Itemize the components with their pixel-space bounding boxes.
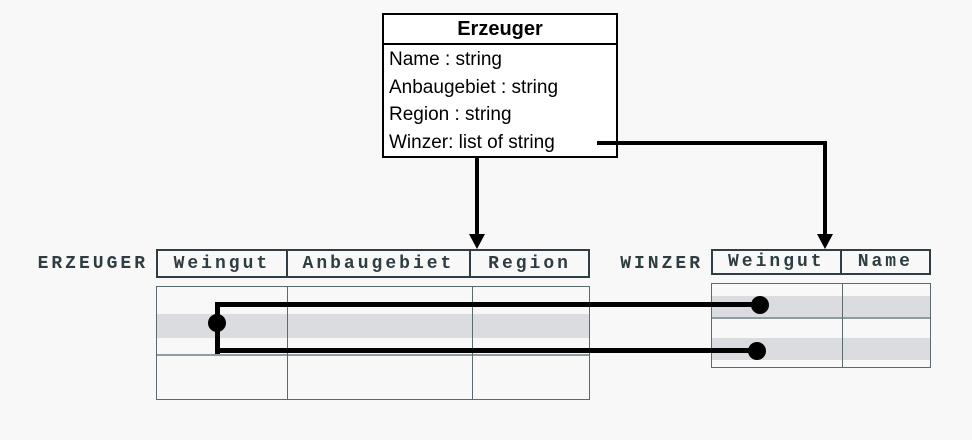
relation-dot-icon bbox=[748, 342, 766, 360]
arrowhead-down-icon bbox=[469, 234, 485, 249]
erzeuger-row-gridline bbox=[157, 354, 589, 356]
winzer-table-label: WINZER bbox=[620, 254, 703, 274]
erzeuger-column-region: Region bbox=[488, 253, 571, 274]
class-attribute-region: Region : string bbox=[389, 104, 512, 126]
uml-class-box-erzeuger: Erzeuger Name : string Anbaugebiet : str… bbox=[382, 13, 618, 158]
class-title: Erzeuger bbox=[384, 15, 616, 45]
erzeuger-column-separator bbox=[286, 287, 288, 399]
erzeuger-table-label: ERZEUGER bbox=[37, 254, 148, 274]
arrowhead-down-icon bbox=[817, 234, 833, 249]
winzer-table-body bbox=[711, 283, 931, 368]
winzer-highlighted-row-2 bbox=[712, 338, 930, 360]
relation-link-bottom bbox=[215, 348, 758, 353]
winzer-table-header: Weingut Name bbox=[711, 249, 931, 275]
arrow-line-winzer-vertical bbox=[823, 141, 827, 235]
erzeuger-table-header: Weingut Anbaugebiet Region bbox=[156, 249, 590, 278]
erzeuger-column-separator bbox=[471, 287, 473, 399]
class-attribute-winzer: Winzer: list of string bbox=[389, 132, 555, 154]
winzer-column-separator bbox=[841, 284, 843, 367]
erzeuger-column-weingut: Weingut bbox=[158, 251, 288, 276]
arrow-line-winzer-horizontal bbox=[597, 141, 827, 145]
erzeuger-highlighted-row bbox=[157, 314, 589, 338]
class-attribute-name: Name : string bbox=[389, 48, 502, 70]
arrow-line-class-to-erzeuger bbox=[475, 158, 479, 235]
class-attribute-list: Name : string Anbaugebiet : string Regio… bbox=[384, 45, 616, 158]
class-attribute-anbaugebiet: Anbaugebiet : string bbox=[389, 76, 559, 98]
winzer-row-gridline bbox=[712, 317, 930, 319]
erzeuger-column-anbaugebiet: Anbaugebiet bbox=[288, 251, 472, 276]
relation-dot-icon bbox=[751, 296, 769, 314]
relation-dot-icon bbox=[208, 314, 226, 332]
winzer-column-name: Name bbox=[857, 252, 913, 272]
relation-link-top bbox=[215, 302, 761, 307]
winzer-column-weingut: Weingut bbox=[713, 251, 842, 273]
